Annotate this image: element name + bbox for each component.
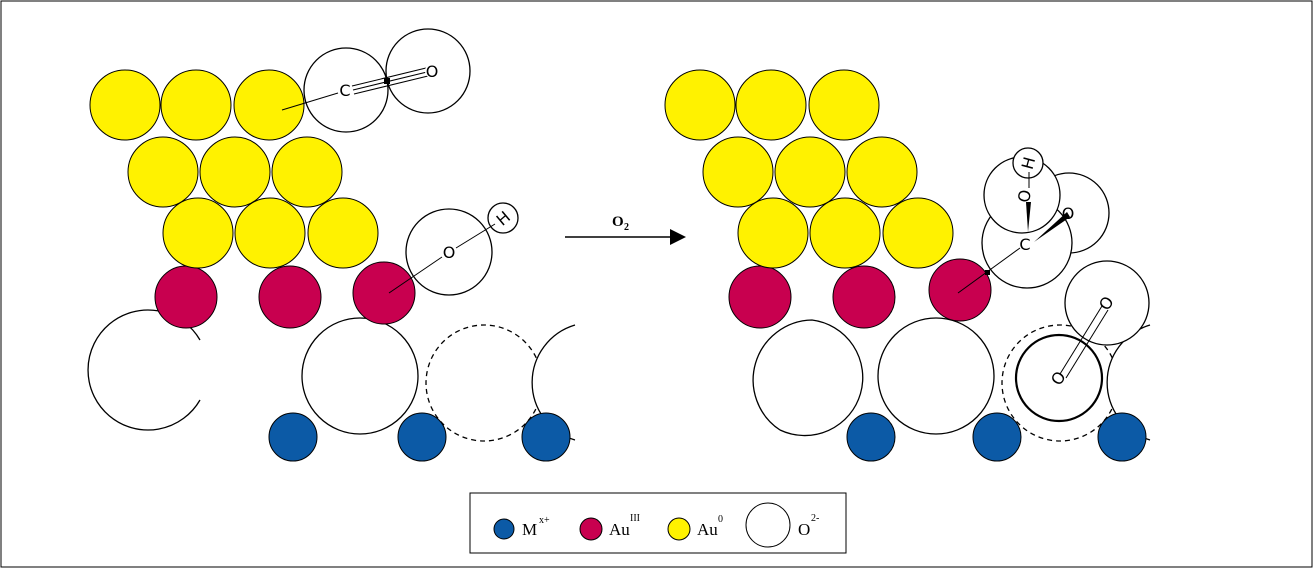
left-hydroxyl-o-label: O xyxy=(443,243,456,262)
left-c-o-bond-3 xyxy=(353,75,429,95)
right-o-o-bond-2 xyxy=(1065,309,1109,379)
legend-label-au0: Au xyxy=(697,520,718,539)
left-co-bond-marker xyxy=(384,78,390,84)
right-c-o-wedge-bond xyxy=(1026,202,1031,232)
left-carbon-label: C xyxy=(339,81,350,100)
right-metal-cation-1 xyxy=(846,412,896,462)
gold-zero-circle-icon xyxy=(667,517,691,541)
left-au3-atom-2 xyxy=(258,265,322,329)
right-c-o-wedge-bond-2 xyxy=(1034,212,1070,242)
left-co-oxygen-label: O xyxy=(426,62,439,81)
right-au0-atom xyxy=(664,69,736,141)
right-oxide-anion-2 xyxy=(877,317,995,435)
legend-sup-metal: x+ xyxy=(539,515,550,526)
left-oxide-layer xyxy=(87,309,576,442)
right-au0-atom xyxy=(882,197,954,269)
right-au0-atom xyxy=(808,69,880,141)
arrow-label: O xyxy=(612,214,624,230)
left-au0-atom xyxy=(307,197,379,269)
right-hydroxyl-oxygen-label: O xyxy=(1014,188,1035,204)
reaction-arrow: O 2 xyxy=(565,214,686,245)
left-au0-atom xyxy=(271,136,343,208)
left-au-c-bond xyxy=(281,92,339,111)
legend-sup-au3: III xyxy=(630,513,640,524)
legend-item-oxide: O 2- xyxy=(745,502,819,548)
left-au-o-bond xyxy=(388,256,443,294)
right-metal-cation-2 xyxy=(972,412,1022,462)
right-o2-upper-oxygen xyxy=(1064,260,1150,346)
left-oh-group: O H xyxy=(388,202,519,296)
left-co-molecule: C O xyxy=(281,28,471,133)
left-au0-atom xyxy=(233,69,305,141)
right-oxide-anion-1 xyxy=(752,319,864,437)
right-hydrogen-label: H xyxy=(1018,155,1039,172)
right-carboxyl-oxygen-label: O xyxy=(1062,204,1075,223)
left-gold-cluster xyxy=(89,69,379,269)
right-au3-atom-1 xyxy=(728,265,792,329)
legend-label-metal: M xyxy=(522,520,537,539)
right-au3-atom-3 xyxy=(928,258,992,322)
left-au3-atom-3 xyxy=(352,261,416,325)
left-au0-atom xyxy=(160,69,232,141)
oxide-anion-circle-icon xyxy=(745,502,791,548)
left-metal-cation-3 xyxy=(521,412,571,462)
left-au0-atom xyxy=(234,197,306,269)
legend-sup-au0: 0 xyxy=(718,514,723,525)
legend-sup-oxide: 2- xyxy=(811,513,819,524)
right-metal-cation-3 xyxy=(1097,412,1147,462)
right-au0-atom xyxy=(809,197,881,269)
legend-label-au3: Au xyxy=(609,520,630,539)
right-gold-cluster xyxy=(664,69,954,269)
right-adsorbed-o2: O O xyxy=(1014,260,1150,423)
left-panel: C O O H xyxy=(87,28,576,462)
right-au-c-bond-marker xyxy=(985,270,990,275)
right-carboxyl-carbon-label: C xyxy=(1019,235,1030,254)
right-carboxyl-hydrogen xyxy=(1012,147,1044,179)
right-carboxyl-intermediate: O C O H xyxy=(957,147,1110,294)
metal-cation-circle-icon xyxy=(493,518,515,540)
legend-item-au0: Au 0 xyxy=(667,514,723,541)
left-au0-atom xyxy=(162,197,234,269)
right-o2-lower-oxygen xyxy=(1014,333,1104,423)
legend: M x+ Au III Au 0 O 2- xyxy=(469,492,847,554)
left-hydroxyl-oxygen xyxy=(405,208,493,296)
right-au0-atom xyxy=(774,136,846,208)
left-au0-atom xyxy=(89,69,161,141)
left-hydroxyl-hydrogen xyxy=(487,202,519,234)
left-c-label-bg xyxy=(338,83,352,97)
left-au0-atom xyxy=(199,136,271,208)
legend-item-au3: Au III xyxy=(579,513,640,541)
left-oxygen-vacancy xyxy=(425,324,543,442)
left-au0-atom xyxy=(127,136,199,208)
legend-item-metal: M x+ xyxy=(493,515,550,540)
legend-label-oxide: O xyxy=(798,520,810,539)
right-au0-atom xyxy=(846,136,918,208)
left-o-h-bond xyxy=(455,223,496,249)
arrow-label-subscript: 2 xyxy=(624,222,629,233)
right-au0-atom xyxy=(737,197,809,269)
right-o-o-bond-1 xyxy=(1059,305,1103,375)
right-au3-atom-2 xyxy=(832,265,896,329)
arrow-head xyxy=(670,229,686,245)
left-oxide-anion-2 xyxy=(301,317,419,435)
left-o-label-bg xyxy=(425,64,439,78)
left-au3-atom-1 xyxy=(154,265,218,329)
right-au0-atom xyxy=(735,69,807,141)
left-metal-cation-1 xyxy=(268,412,318,462)
left-metal-cation-2 xyxy=(397,412,447,462)
right-panel: O C O H O O xyxy=(664,69,1151,462)
left-c-o-bond-1 xyxy=(351,67,427,87)
gold-iii-circle-icon xyxy=(579,517,603,541)
right-au0-atom xyxy=(702,136,774,208)
